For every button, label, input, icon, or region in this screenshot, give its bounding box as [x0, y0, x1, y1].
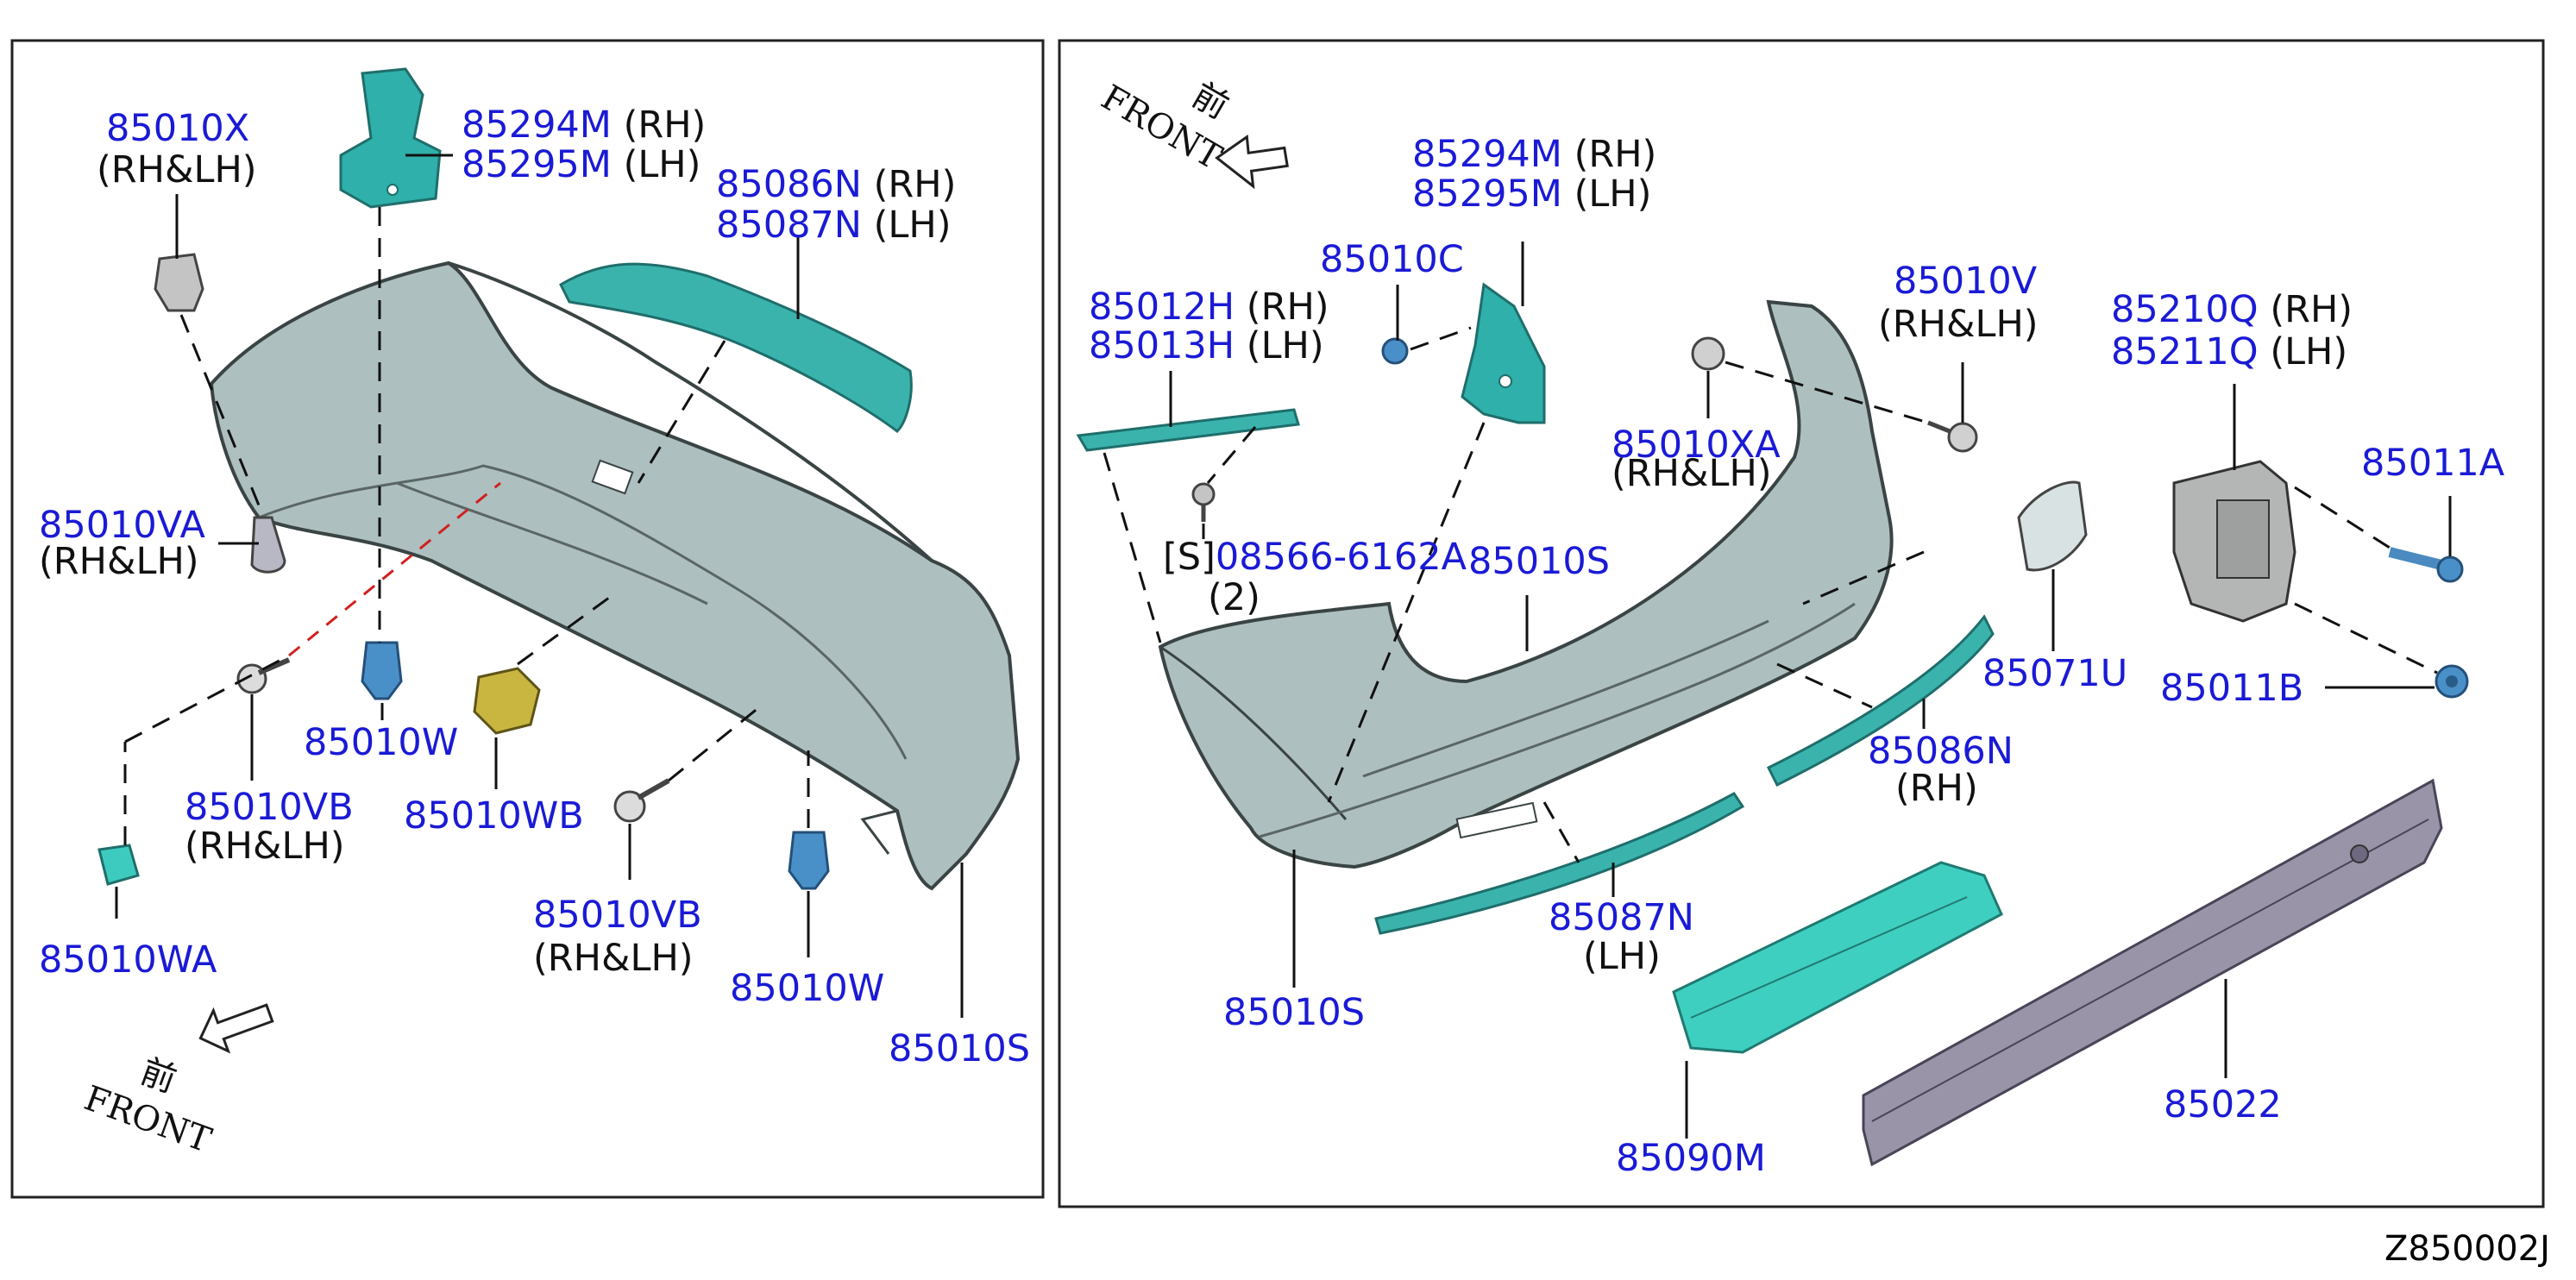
right-dashed-lines: [1103, 326, 2438, 863]
left-dashed-lines: [123, 207, 810, 845]
screw-85010vb-upper: [236, 657, 291, 694]
label-85010w-left: 85010W: [304, 721, 459, 764]
screw-85010v: [1927, 420, 1978, 453]
right-bumper-strip-rh: [1766, 614, 1995, 787]
right-leader-lines: [1169, 242, 2452, 1139]
right-panel-frame: [1058, 39, 2545, 1208]
sensor-bracket-85210q: [2172, 460, 2296, 623]
label-85010w-right: 85010W: [730, 967, 885, 1010]
label-85087n: 85087N (LH): [716, 204, 952, 247]
bracket-85010wb: [473, 667, 541, 735]
label-85010c: 85010C: [1320, 238, 1464, 281]
left-bumper-side-strip: [559, 262, 913, 433]
label-08566-6162a-qty: (2): [1208, 576, 1260, 619]
label-85010vb-lower-suffix: (RH&LH): [533, 937, 694, 980]
label-85010wa: 85010WA: [39, 938, 217, 982]
right-bumper-strip-lh: [1374, 792, 1745, 935]
label-85071u: 85071U: [1982, 652, 2128, 695]
label-85010x: 85010X: [106, 107, 250, 150]
drawing-code: Z850002J: [2384, 1229, 2550, 1269]
left-red-dashed-line: [288, 481, 501, 657]
label-85010s-right-lower: 85010S: [1223, 991, 1366, 1034]
right-center-strip: [1076, 408, 1300, 452]
label-85010xa: 85010XA: [1612, 424, 1781, 467]
clip-85010c: [1381, 337, 1409, 365]
left-panel-frame: [10, 39, 1045, 1199]
label-08566-6162a: [S]08566-6162A: [1163, 536, 1467, 579]
screw-85010vb-lower: [613, 778, 670, 823]
screw-08566-6162a: [1191, 482, 1216, 522]
label-85022: 85022: [2164, 1083, 2282, 1126]
cap-85071u: [2017, 480, 2088, 572]
clip-85010w-left: [361, 641, 403, 700]
label-85210q: 85210Q (RH): [2111, 288, 2353, 331]
label-85010v: 85010V: [1894, 260, 2038, 303]
right-front-arrow-icon: [1215, 135, 1289, 190]
left-side-bracket: [339, 67, 442, 209]
right-side-bracket: [1461, 282, 1546, 424]
bolt-85011a: [2388, 547, 2464, 583]
label-85295m: 85295M (LH): [462, 143, 701, 186]
reinforcement-85022: [1862, 778, 2443, 1167]
left-leader-lines: [115, 154, 964, 1018]
label-85010s-left: 85010S: [889, 1027, 1031, 1070]
label-85011a: 85011A: [2361, 442, 2505, 485]
label-85090m: 85090M: [1616, 1137, 1766, 1180]
clip-85010w-right: [788, 831, 830, 890]
clip-85010x: [154, 253, 204, 312]
nut-85010wa: [97, 844, 140, 886]
label-85011b: 85011B: [2160, 667, 2304, 710]
energy-absorber-85090m: [1672, 861, 2003, 1054]
label-85086n-right-suffix: (RH): [1895, 767, 1978, 810]
clip-85010xa: [1691, 336, 1725, 371]
label-85010s-right-upper: 85010S: [1468, 540, 1611, 583]
label-85010vb-lower: 85010VB: [533, 894, 702, 937]
label-85086n: 85086N (RH): [716, 163, 957, 206]
label-85087n-right-suffix: (LH): [1583, 935, 1661, 978]
label-85010va-suffix: (RH&LH): [39, 540, 199, 583]
left-rear-bumper: [209, 260, 1021, 891]
label-85010vb-upper: 85010VB: [185, 786, 354, 829]
nut-85011b: [2435, 664, 2469, 699]
left-front-arrow-icon: [198, 1003, 274, 1054]
label-85211q: 85211Q (LH): [2111, 330, 2348, 373]
label-85010xa-suffix: (RH&LH): [1612, 452, 1772, 495]
label-85086n-right: 85086N: [1868, 730, 2014, 773]
right-rear-bumper: [1158, 299, 1894, 869]
label-85294m-right: 85294M (RH): [1412, 133, 1657, 176]
label-85010v-suffix: (RH&LH): [1878, 303, 2039, 346]
label-85295m-right: 85295M (LH): [1412, 173, 1652, 216]
label-85087n-right: 85087N: [1549, 896, 1694, 939]
label-85010va: 85010VA: [39, 504, 205, 547]
label-85010vb-upper-suffix: (RH&LH): [185, 825, 345, 868]
label-85010wb: 85010WB: [404, 794, 584, 838]
label-85010x-suffix: (RH&LH): [97, 148, 257, 191]
label-85012h: 85012H (RH): [1089, 285, 1329, 329]
label-85294m: 85294M (RH): [462, 104, 707, 147]
clip-85010va: [250, 516, 286, 574]
label-85013h: 85013H (LH): [1089, 324, 1324, 367]
